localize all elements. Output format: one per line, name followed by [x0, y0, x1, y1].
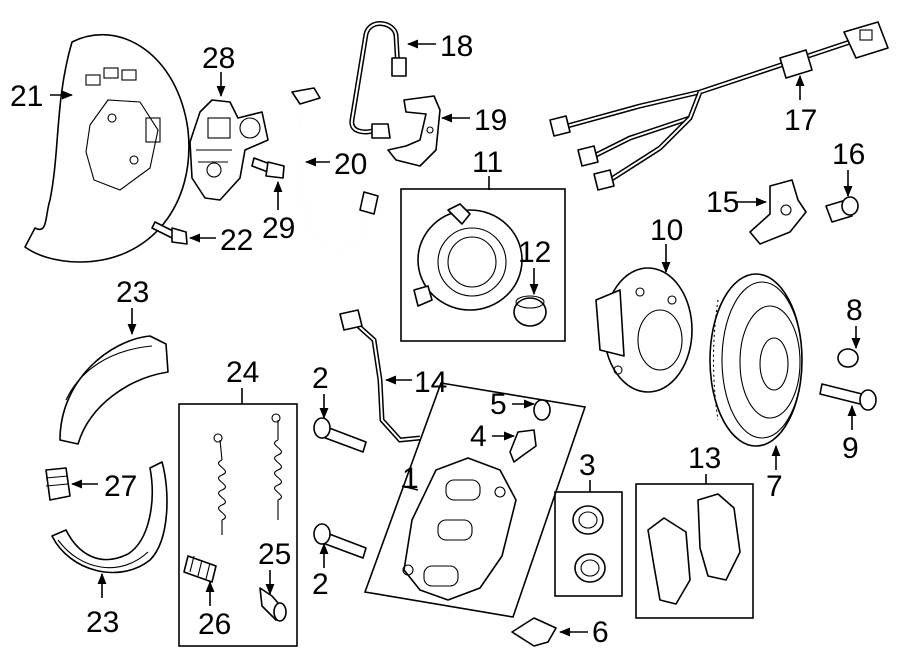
callout-14: 14 — [414, 366, 447, 399]
callout-16: 16 — [832, 138, 865, 171]
caliper-part-1 — [402, 457, 517, 601]
callout-2-top: 2 — [312, 362, 329, 395]
callout-18: 18 — [440, 30, 473, 63]
spring-part-24-a — [213, 433, 226, 535]
bracket-part-19 — [387, 95, 441, 167]
callout-4: 4 — [470, 420, 487, 453]
wear-sensor-part-14 — [339, 309, 421, 443]
brake-shoe-part-23-top — [59, 335, 169, 445]
callout-6: 6 — [592, 616, 609, 649]
kit-box-3 — [554, 491, 623, 597]
callout-20: 20 — [334, 148, 367, 181]
leader-lines — [50, 39, 861, 637]
bolt-part-29 — [251, 157, 285, 179]
callout-13: 13 — [688, 442, 721, 475]
pin-part-25 — [259, 587, 287, 622]
sensor-harness-part-17 — [549, 21, 889, 191]
callout-19: 19 — [474, 104, 507, 137]
callout-23-bottom: 23 — [86, 606, 119, 639]
kit-box-11 — [400, 188, 566, 342]
callout-15: 15 — [706, 186, 739, 219]
bolt-part-2-bottom — [313, 523, 367, 559]
adjuster-part-27 — [45, 467, 71, 501]
brake-line-part-18 — [349, 21, 407, 139]
callout-11: 11 — [472, 146, 503, 179]
bolt-part-16 — [825, 196, 859, 223]
speed-sensor-part-15 — [749, 179, 807, 245]
callout-22: 22 — [220, 224, 253, 257]
callout-28: 28 — [202, 42, 235, 75]
callout-10: 10 — [650, 214, 683, 247]
bolt-part-22 — [151, 221, 188, 245]
wheel-hub-part-10 — [595, 267, 693, 393]
callout-1: 1 — [402, 462, 419, 495]
actuator-part-28 — [189, 99, 269, 201]
bolt-part-8 — [837, 348, 859, 368]
callout-2-bottom: 2 — [312, 568, 329, 601]
spring-part-24-b — [271, 413, 282, 520]
callout-29: 29 — [262, 212, 295, 245]
callout-3: 3 — [579, 449, 596, 482]
brake-shoe-part-23-bottom — [51, 461, 168, 574]
callout-7: 7 — [766, 470, 783, 503]
callout-25: 25 — [258, 538, 291, 571]
callout-12: 12 — [518, 236, 551, 269]
callout-17: 17 — [784, 104, 817, 137]
callout-5: 5 — [490, 388, 507, 421]
bleeder-part-4 — [509, 429, 537, 463]
callout-9: 9 — [842, 432, 859, 465]
callout-21: 21 — [10, 80, 43, 113]
seal-part-12 — [513, 295, 547, 327]
brake-pad-part-13-b — [697, 493, 741, 581]
brake-pad-part-13-a — [647, 517, 691, 605]
kit-box-13 — [635, 483, 754, 619]
callout-8: 8 — [846, 294, 863, 327]
callout-23-top: 23 — [116, 276, 149, 309]
bolt-part-2-top — [313, 417, 367, 453]
cap-part-5 — [533, 399, 551, 421]
bolt-part-9 — [819, 383, 877, 411]
callout-24: 24 — [226, 356, 259, 389]
seal-part-3-b — [574, 553, 606, 583]
clip-part-6 — [511, 617, 557, 647]
kit-box-24 — [178, 403, 298, 647]
piston-part-11 — [413, 203, 523, 311]
seal-part-3-a — [572, 505, 604, 535]
callout-26: 26 — [198, 608, 231, 641]
spring-part-26 — [183, 555, 217, 583]
kit-box-1 — [363, 382, 587, 618]
callout-27: 27 — [104, 470, 137, 503]
brake-rotor-part-7 — [709, 273, 803, 447]
brake-hose-part-20 — [291, 87, 379, 251]
